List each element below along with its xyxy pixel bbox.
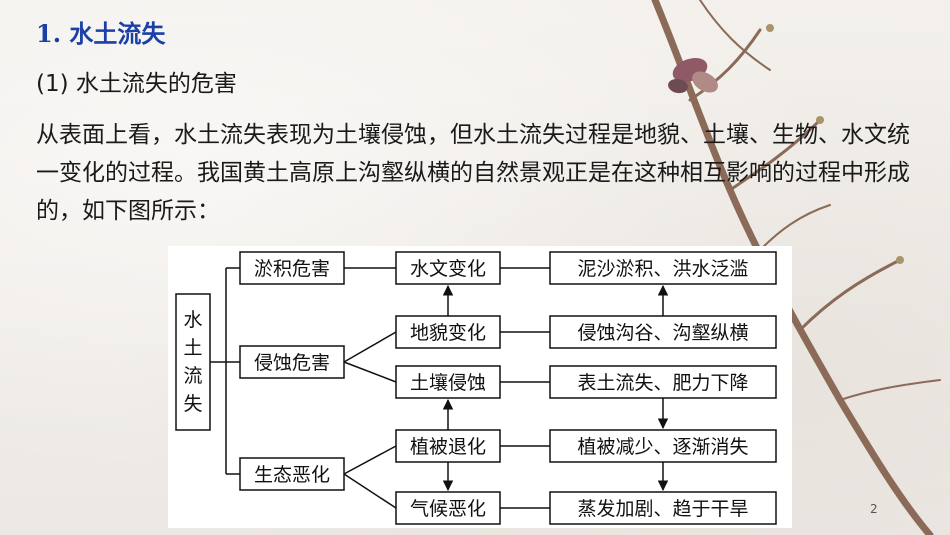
result-box [549,251,777,285]
result-label: 植被减少、逐渐消失 [577,436,748,458]
result-label: 表土流失、肥力下降 [577,372,748,394]
category-label: 生态恶化 [254,464,330,486]
flow-diagram: 水 土 流 失 淤积危害 侵蚀危害 生态恶化 水文变化 地 [168,246,792,528]
category-box [239,251,345,285]
result-label: 泥沙淤积、洪水泛滥 [577,258,748,280]
root-char: 土 [183,337,202,359]
result-box [549,429,777,463]
root-char: 失 [183,393,202,415]
middle-right-connectors [500,267,550,509]
middle-label: 植被退化 [410,436,486,458]
category-connectors [343,267,397,509]
slide-subheading: (1) 水土流失的危害 [36,71,237,97]
middle-box [395,315,501,349]
page-number: 2 [870,502,878,516]
flow-diagram-svg: 水 土 流 失 淤积危害 侵蚀危害 生态恶化 水文变化 地 [175,251,777,525]
middle-label: 气候恶化 [410,498,486,520]
result-box [549,491,777,525]
result-label: 侵蚀沟谷、沟壑纵横 [577,322,748,344]
middle-label: 土壤侵蚀 [410,372,486,394]
result-box [549,365,777,399]
middle-box [395,365,501,399]
middle-label: 水文变化 [410,258,486,280]
slide-paragraph: 从表面上看，水土流失表现为土壤侵蚀，但水土流失过程是地貌、土壤、生物、水文统一变… [36,122,910,224]
category-box [239,457,345,491]
result-label: 蒸发加剧、趋于干旱 [577,498,748,520]
slide-heading: 1. 水土流失 [36,19,166,48]
root-connectors [210,267,240,475]
result-box [549,315,777,349]
category-box [239,345,345,379]
root-char: 水 [183,309,202,331]
category-label: 淤积危害 [254,258,330,280]
root-box [175,293,211,431]
root-char: 流 [183,365,202,387]
category-label: 侵蚀危害 [254,352,330,374]
middle-label: 地貌变化 [410,322,486,344]
